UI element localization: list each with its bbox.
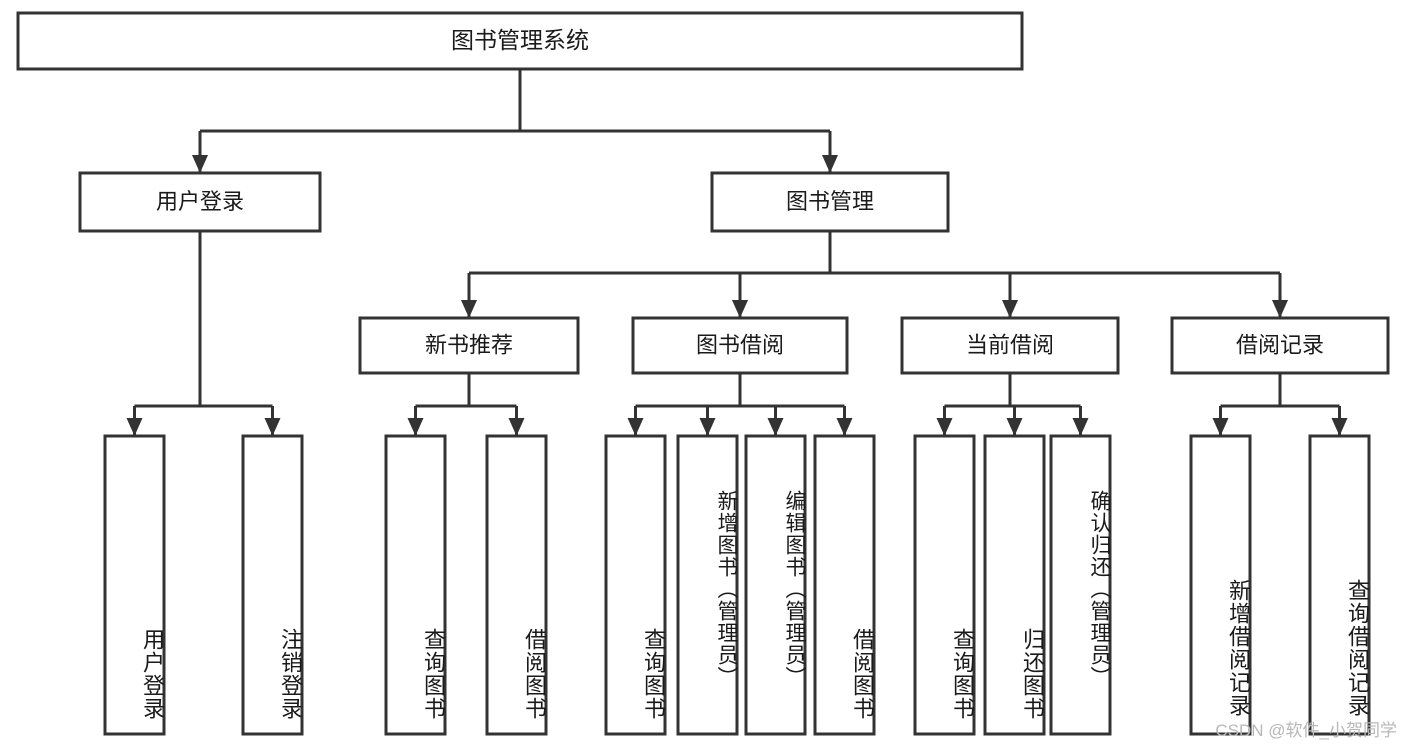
leaf-node-rect[interactable] (241, 434, 304, 736)
level2-node-borrow-record-label: 借阅记录 (1236, 332, 1324, 357)
connector-lines (126, 69, 1348, 436)
level1-node-user-login-rect[interactable] (78, 171, 322, 233)
level1-node-book-manage-label: 图书管理 (786, 189, 874, 214)
leaf-node-rect[interactable] (485, 434, 548, 736)
arrow-head (767, 418, 784, 436)
arrow-head (192, 155, 208, 173)
leaf-node-rect[interactable] (103, 434, 166, 736)
arrow-head (936, 418, 953, 436)
level2-node-book-borrow-label: 图书借阅 (696, 332, 784, 357)
arrow-head (1212, 418, 1229, 436)
arrow-head (1072, 418, 1089, 436)
level1-node-book-manage-rect[interactable] (710, 171, 950, 233)
arrow-head (836, 418, 853, 436)
level2-node-new-book-rec-rect[interactable] (358, 316, 580, 375)
level1-node-user-login[interactable]: 用户登录 (78, 171, 322, 233)
level2-node-new-book-rec[interactable]: 新书推荐 (358, 316, 580, 375)
arrow-head (1006, 418, 1023, 436)
arrow-head (461, 300, 477, 318)
arrow-head (627, 418, 644, 436)
leaf-node-rect[interactable] (813, 434, 876, 736)
leaf-node-rect[interactable] (983, 434, 1046, 736)
leaf-node-rect[interactable] (744, 434, 807, 736)
level2-node-borrow-record[interactable]: 借阅记录 (1170, 316, 1390, 375)
level1-node-book-manage[interactable]: 图书管理 (710, 171, 950, 233)
level2-node-new-book-rec-label: 新书推荐 (425, 332, 513, 357)
level2-node-borrow-record-rect[interactable] (1170, 316, 1390, 375)
arrow-head (508, 418, 525, 436)
level2-node-book-borrow-rect[interactable] (631, 316, 849, 375)
root-node[interactable]: 图书管理系统 (16, 11, 1024, 71)
level1-node-user-login-label: 用户登录 (156, 189, 244, 214)
arrow-head (1272, 300, 1288, 318)
arrow-head (822, 155, 838, 173)
arrow-head (264, 418, 281, 436)
level2-node-book-borrow[interactable]: 图书借阅 (631, 316, 849, 375)
leaf-node-rect[interactable] (913, 434, 976, 736)
leaf-node-rect[interactable] (604, 434, 667, 736)
arrow-head (407, 418, 424, 436)
watermark-text: CSDN @软件_小贺同学 (1215, 721, 1397, 740)
arrow-head (1002, 300, 1018, 318)
root-node-label: 图书管理系统 (451, 27, 589, 53)
level2-node-current-borrow-label: 当前借阅 (966, 332, 1054, 357)
arrow-head (126, 418, 143, 436)
level2-node-current-borrow-rect[interactable] (900, 316, 1120, 375)
leaf-node-rect[interactable] (676, 434, 739, 736)
arrow-head (699, 418, 716, 436)
leaf-node-rect[interactable] (384, 434, 447, 736)
leaf-node-rect[interactable] (1308, 434, 1371, 736)
arrow-head (732, 300, 748, 318)
arrow-head (1331, 418, 1348, 436)
leaf-node-rect[interactable] (1189, 434, 1252, 736)
leaf-node-rect[interactable] (1049, 434, 1112, 736)
root-node-rect[interactable] (16, 11, 1024, 71)
level2-node-current-borrow[interactable]: 当前借阅 (900, 316, 1120, 375)
